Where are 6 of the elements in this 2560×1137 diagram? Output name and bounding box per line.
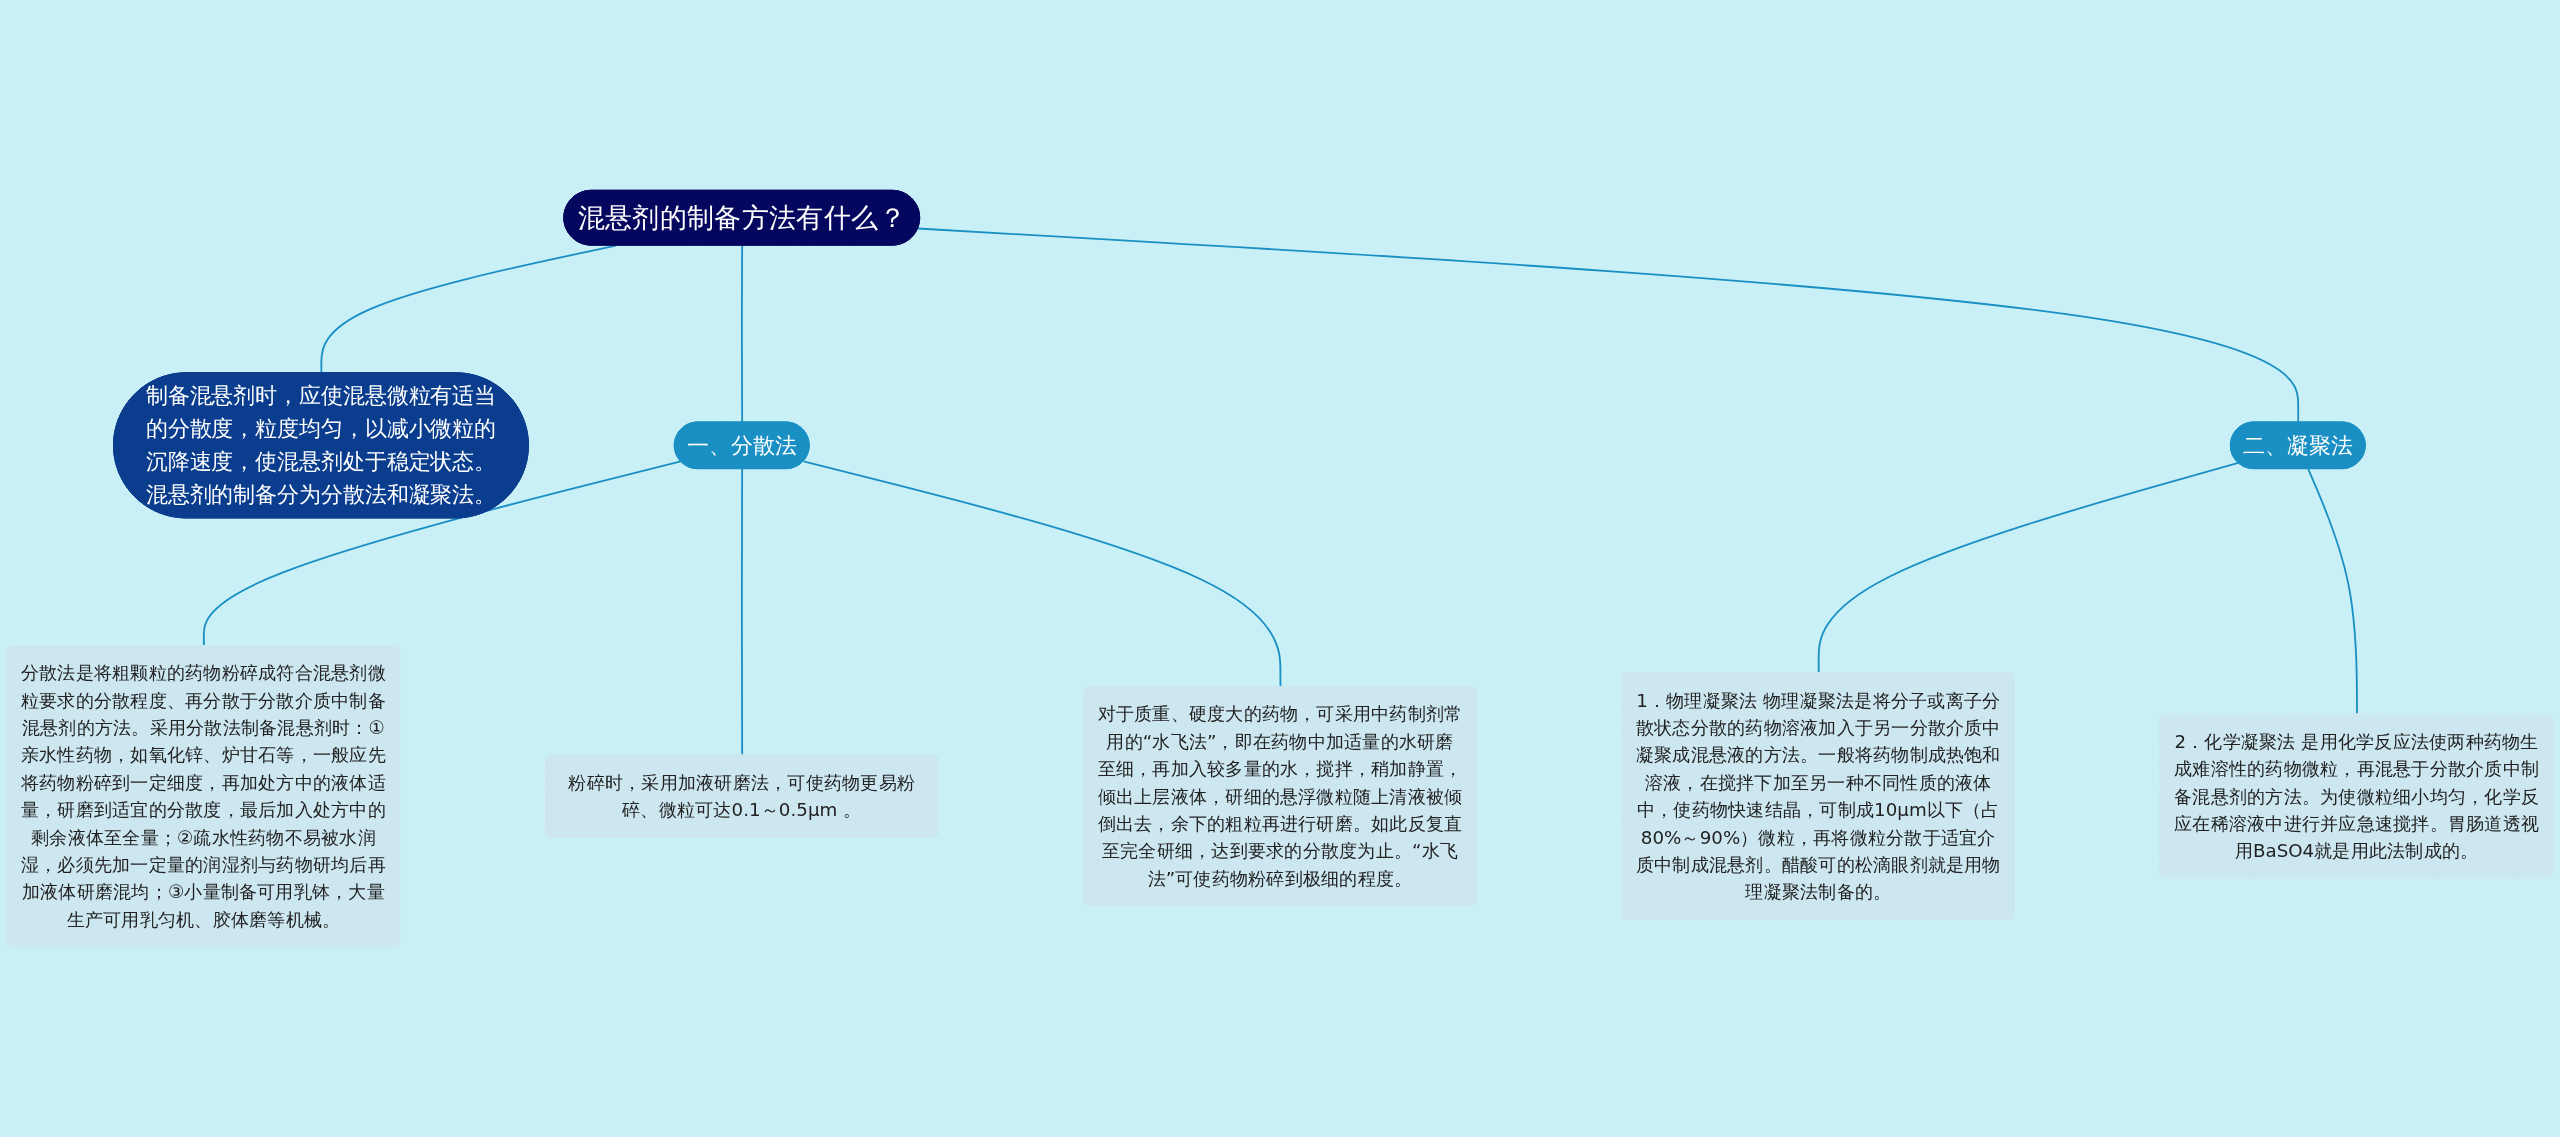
connector bbox=[917, 227, 2300, 424]
connector bbox=[2307, 468, 2358, 716]
connector bbox=[740, 468, 744, 757]
connector bbox=[802, 460, 1282, 688]
connector bbox=[202, 460, 682, 647]
connector bbox=[740, 244, 744, 424]
